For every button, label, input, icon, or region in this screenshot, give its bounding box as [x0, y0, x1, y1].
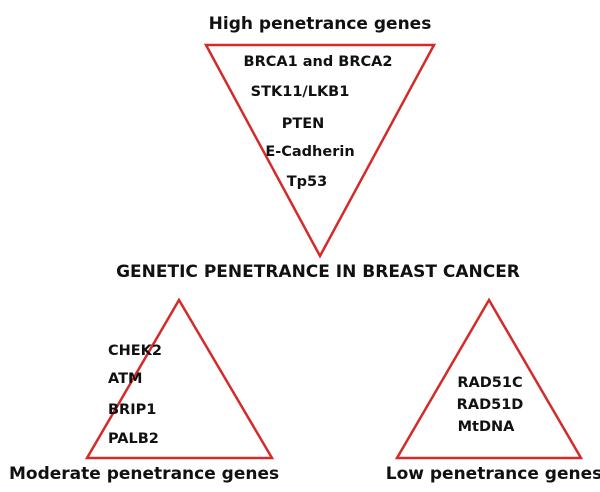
low-gene-mtdna: MtDNA [457, 419, 515, 435]
high-gene-ecadherin: E-Cadherin [265, 144, 355, 160]
center-title: GENETIC PENETRANCE IN BREAST CANCER [116, 262, 520, 282]
low-penetrance-title: Low penetrance genes [385, 464, 600, 484]
moderate-penetrance-triangle [84, 297, 275, 460]
high-gene-tp53: Tp53 [286, 174, 328, 190]
moderate-gene-atm: ATM [108, 371, 143, 387]
high-penetrance-triangle [203, 43, 437, 259]
moderate-gene-brip1: BRIP1 [108, 402, 157, 418]
high-gene-brca: BRCA1 and BRCA2 [243, 54, 393, 70]
high-gene-pten: PTEN [281, 116, 325, 132]
low-gene-rad51c: RAD51C [457, 375, 523, 391]
high-penetrance-title: High penetrance genes [208, 14, 432, 34]
moderate-penetrance-title: Moderate penetrance genes [9, 464, 280, 484]
high-gene-stk11: STK11/LKB1 [250, 84, 350, 100]
low-penetrance-triangle [394, 297, 584, 460]
moderate-gene-chek2: CHEK2 [108, 343, 163, 359]
moderate-gene-palb2: PALB2 [108, 431, 159, 447]
low-gene-rad51d: RAD51D [456, 397, 524, 413]
